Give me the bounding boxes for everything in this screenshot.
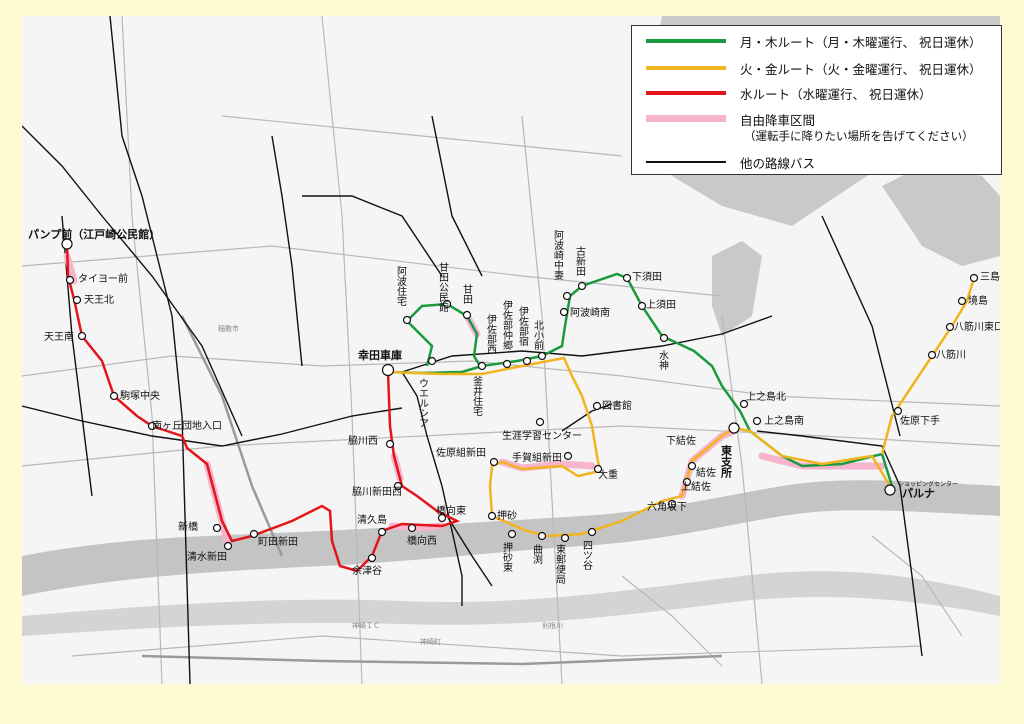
stop-tenno-minami: 天王南	[44, 330, 74, 343]
stop-markers	[61, 238, 979, 563]
stop-wakigawa-nishi: 脇川西	[348, 435, 378, 447]
stop-furushinden: 古新田	[574, 245, 586, 276]
stop-sanjima: 三島	[980, 270, 1000, 283]
legend-pink-label: 自由降車区間	[740, 113, 816, 128]
lake-small	[712, 241, 762, 336]
label-inashiki: 稲敷市	[218, 324, 239, 333]
stop-yuisa: 結佐	[696, 466, 716, 479]
legend-pink-swatch	[646, 115, 726, 122]
stop-hashimukai: 橋向西	[407, 534, 437, 547]
stop-minamigaoka: 南ヶ丘団地入口	[152, 419, 222, 432]
stop-magariya: 曲渕	[531, 544, 543, 565]
stop-osuna-higashi: 押砂東	[501, 541, 513, 573]
stop-amada-kominkan: 甘田公民館	[437, 261, 449, 313]
stop-kamisuda: 上須田	[646, 299, 676, 311]
river-south	[22, 571, 1000, 636]
stop-shinbashi: 新橋	[178, 520, 198, 533]
stop-kamiyuisa: 上結佐	[681, 480, 711, 493]
legend-green: 月・木ルート（月・木曜運行、 祝日運休）	[632, 32, 1001, 52]
legend-yellow-label: 火・金ルート（火・金曜運行、 祝日運休）	[740, 62, 982, 77]
stop-higashi-kyoku: 東郵便局	[554, 543, 566, 585]
stop-kiyokushima: 清久島	[357, 513, 387, 526]
stop-sakaijima: 境島	[968, 294, 988, 307]
stop-paruna: パルナ	[902, 487, 935, 500]
stop-tega-kumi: 手賀組新田	[512, 451, 562, 464]
stop-pump: パンプ前（江戸崎公民館）	[28, 227, 160, 241]
stop-shimizu: 清水新田	[187, 550, 227, 563]
other-bus-lines	[22, 16, 923, 684]
label-kozaki-ic: 神崎ＩＣ	[352, 621, 380, 630]
legend-red-label: 水ルート（水曜運行、 祝日運休）	[740, 87, 932, 102]
legend-pink-sublabel: （運転手に降りたい場所を告げてください）	[744, 129, 974, 143]
stop-shimosuda: 下須田	[632, 271, 662, 283]
stop-kaminoshima-minami: 上之島南	[764, 414, 804, 427]
stop-rokkakuzaka: 六角坂下	[647, 501, 687, 513]
legend-pink: 自由降車区間	[632, 110, 1001, 130]
legend-black-swatch	[646, 161, 726, 163]
stop-hassujigawa-higashi: 八筋川東口	[954, 320, 1000, 333]
legend-red-swatch	[646, 91, 726, 95]
stop-wakigawa-shinden: 脇川新田西	[352, 485, 402, 498]
stop-higashi: 東支所	[720, 444, 734, 479]
stop-kitakomae: 北小前	[532, 320, 544, 351]
legend-red: 水ルート（水曜運行、 祝日運休）	[632, 84, 1001, 104]
legend: 月・木ルート（月・木曜運行、 祝日運休） 火・金ルート（火・金曜運行、 祝日運休…	[631, 25, 1002, 175]
legend-green-label: 月・木ルート（月・木曜運行、 祝日運休）	[740, 35, 982, 50]
stop-hashimukai-higashi: 橋向東	[436, 504, 466, 517]
stop-toshokan: 図書館	[602, 399, 632, 412]
legend-green-swatch	[646, 39, 726, 43]
stop-isabeshuku: 伊佐部宿	[517, 306, 529, 347]
stop-sakata: 幸田車庫	[358, 348, 402, 362]
lake-kitaura	[882, 166, 1000, 266]
stop-kaminoshima-kita: 上之島北	[746, 390, 786, 403]
stop-awazaki-minami: 阿波崎南	[570, 306, 610, 319]
stop-komatsuka: 駒塚中央	[120, 389, 160, 402]
stop-awazaki-naka: 阿波崎中妻	[552, 230, 564, 281]
stop-oshige: 大重	[598, 468, 618, 481]
stop-sahara-kumi: 佐原組新田	[436, 446, 486, 459]
stop-kamaijutaku: 釜井住宅	[471, 375, 483, 416]
stop-osuna: 押砂	[497, 509, 517, 522]
stop-shogai: 生涯学習センター	[502, 429, 582, 442]
stop-amada: 甘田	[461, 283, 473, 304]
legend-black: 他の路線バス	[632, 153, 1001, 173]
tone-river	[22, 480, 1000, 596]
stop-paruna-sub: ショッピングセンター	[898, 480, 958, 488]
label-kozaki: 神崎町	[420, 637, 441, 646]
stop-welcia: ウエルシア	[417, 378, 429, 428]
stop-sawara-shimote: 佐原下手	[900, 414, 940, 427]
legend-pink-sub: （運転手に降りたい場所を告げてください）	[632, 128, 1001, 148]
stop-shimoyuisa: 下結佐	[666, 434, 696, 447]
legend-yellow-swatch	[646, 66, 726, 70]
stop-isabenishi: 伊佐部西	[485, 314, 497, 354]
stop-suijin: 水神	[657, 350, 669, 371]
highway	[141, 315, 723, 666]
stop-awa-jutaku: 阿波住宅	[395, 266, 407, 306]
stop-hassujigawa: 八筋川	[936, 348, 966, 361]
stop-isabenaka: 伊佐部仲郷	[501, 300, 513, 351]
stop-taiyo: タイヨー前	[78, 272, 128, 285]
legend-black-label: 他の路線バス	[740, 156, 816, 171]
label-tone: 利根川	[542, 621, 563, 630]
stop-yotsuya2: 四ツ谷	[581, 540, 593, 571]
stop-machida: 町田新田	[258, 535, 298, 548]
legend-yellow: 火・金ルート（火・金曜運行、 祝日運休）	[632, 59, 1001, 79]
stop-yotsuya: 余津谷	[352, 564, 382, 577]
stop-tenno-kita: 天王北	[84, 294, 114, 306]
